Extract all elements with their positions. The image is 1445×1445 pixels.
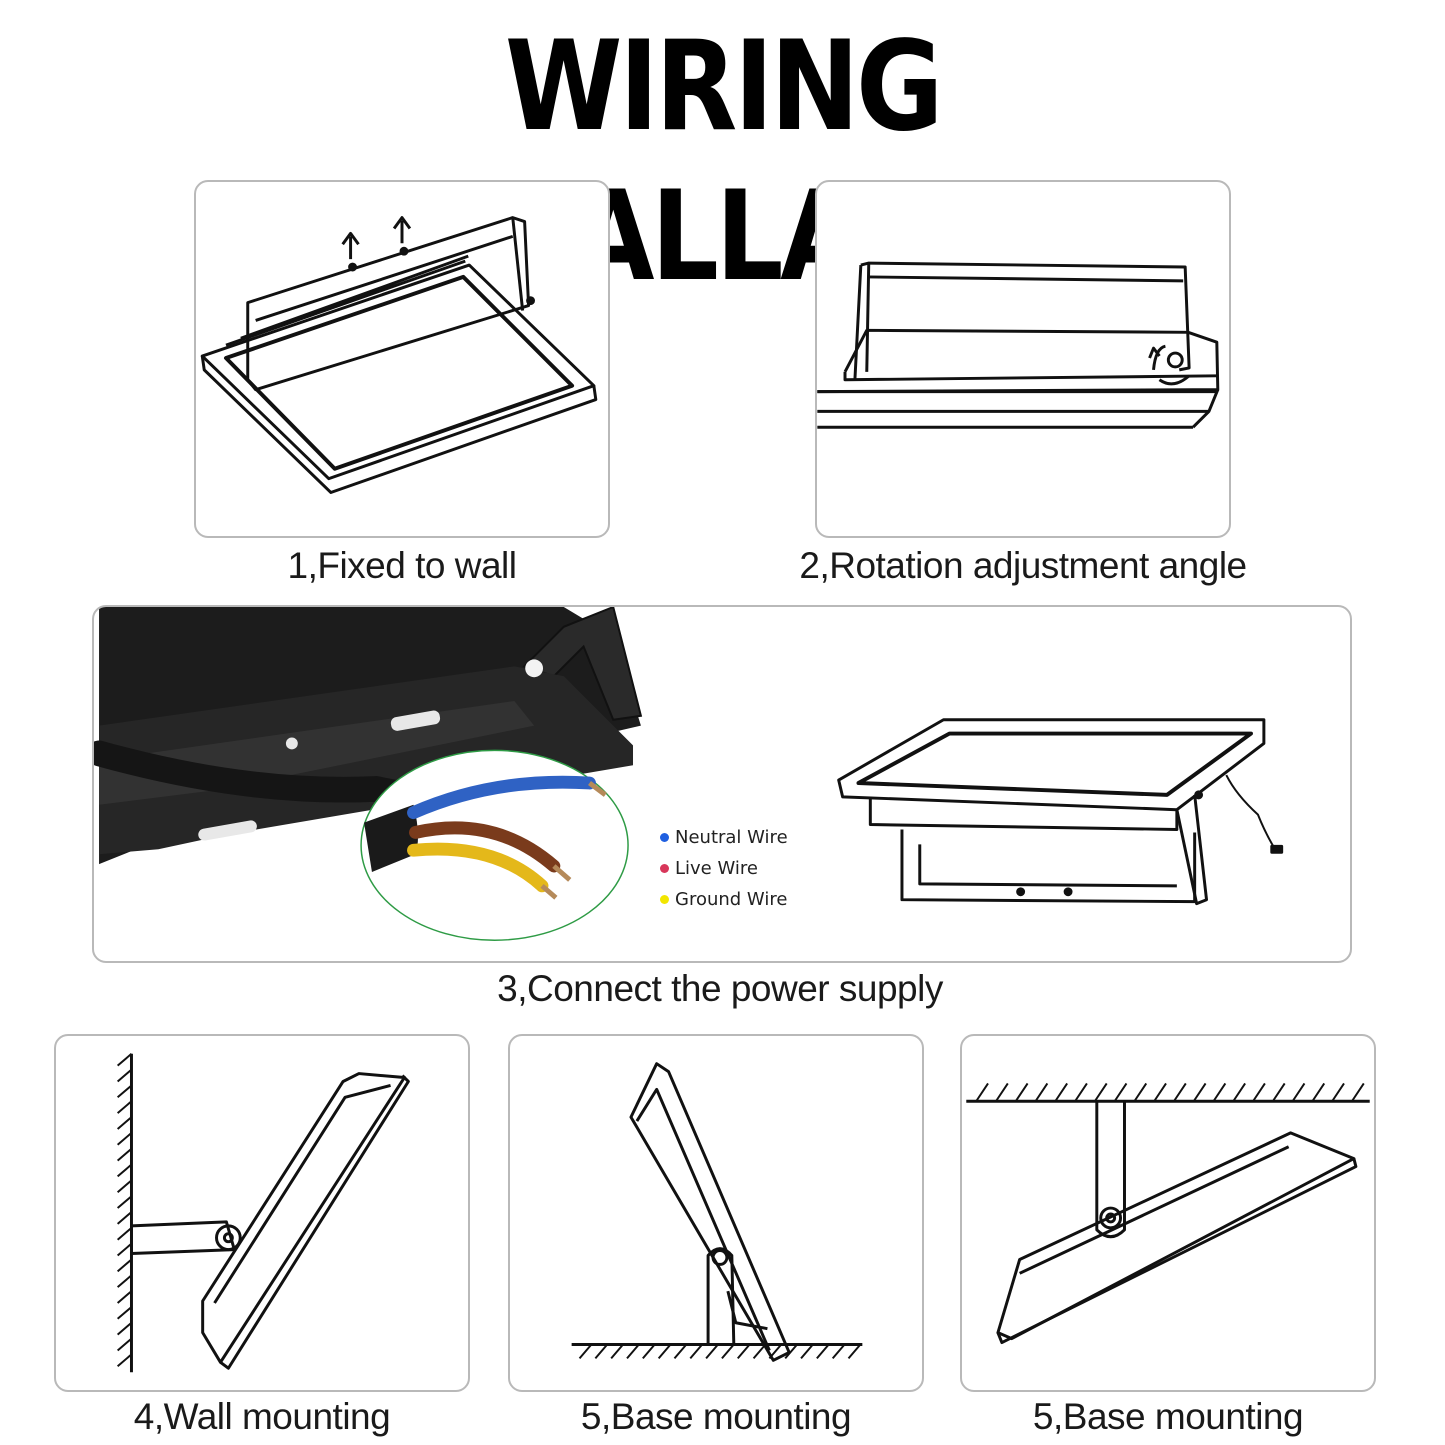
legend-item-neutral: Neutral Wire <box>660 822 788 853</box>
step4-panel <box>54 1034 470 1392</box>
step5b-caption: 5,Base mounting <box>1032 1396 1304 1437</box>
floodlight-top-view-illustration <box>200 216 598 494</box>
ceiling-mounting-illustration <box>966 1082 1370 1345</box>
floor-mounting-illustration <box>571 1062 863 1362</box>
page-title: WIRING INSTALLATION <box>315 15 1133 309</box>
arrow-up-icon <box>341 231 360 260</box>
step2-caption: 2,Rotation adjustment angle <box>799 545 1247 586</box>
wire-legend: Neutral Wire Live Wire Ground Wire <box>660 822 788 915</box>
yellow-dot-icon <box>660 895 669 904</box>
legend-item-ground: Ground Wire <box>660 884 788 915</box>
step2-panel <box>815 180 1231 538</box>
step3-panel <box>92 605 1352 963</box>
wall-mounting-illustration <box>116 1053 410 1373</box>
floodlight-rotation-illustration <box>817 261 1220 429</box>
step1-caption: 1,Fixed to wall <box>287 545 518 586</box>
step3-caption: 3,Connect the power supply <box>497 968 943 1009</box>
blue-dot-icon <box>660 833 669 842</box>
legend-item-live: Live Wire <box>660 853 788 884</box>
step4-caption: 4,Wall mounting <box>133 1396 391 1437</box>
step5a-panel <box>508 1034 924 1392</box>
power-connection-illustration <box>94 607 1284 941</box>
step5b-panel <box>960 1034 1376 1392</box>
zoom-circle <box>360 749 629 941</box>
arrow-up-icon <box>392 216 412 244</box>
step1-panel <box>194 180 610 538</box>
step5a-caption: 5,Base mounting <box>580 1396 852 1437</box>
rotate-arrow-icon <box>1158 374 1191 386</box>
red-dot-icon <box>660 864 669 873</box>
